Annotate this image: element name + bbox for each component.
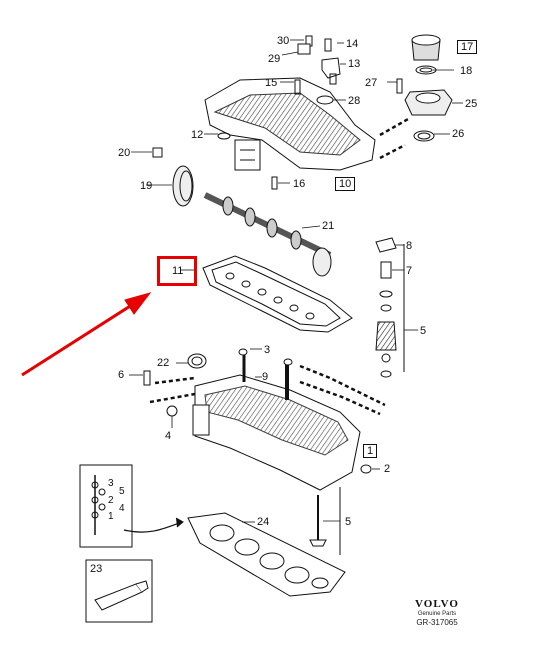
part-label-26[interactable]: 26 bbox=[452, 128, 465, 140]
part-label-24[interactable]: 24 bbox=[257, 516, 270, 528]
diagram-reference: GR-317065 bbox=[416, 618, 458, 627]
part-label-5-lower[interactable]: 5 bbox=[345, 516, 352, 528]
part-label-3[interactable]: 3 bbox=[264, 344, 271, 356]
brand-subtitle: Genuine Parts bbox=[417, 611, 457, 617]
sequence-label-5: 5 bbox=[119, 486, 125, 497]
valve-train-parts[interactable] bbox=[375, 237, 405, 378]
part-label-1[interactable]: 1 bbox=[363, 444, 378, 458]
brand-block: VOLVO Genuine Parts GR-317065 bbox=[407, 598, 467, 627]
valve-cover-part[interactable] bbox=[204, 77, 376, 171]
bolt-parts[interactable] bbox=[152, 35, 403, 190]
part-label-20[interactable]: 20 bbox=[118, 147, 131, 159]
part-label-21[interactable]: 21 bbox=[322, 220, 335, 232]
part-label-12[interactable]: 12 bbox=[191, 129, 204, 141]
part-label-16[interactable]: 16 bbox=[293, 178, 306, 190]
part-label-14[interactable]: 14 bbox=[346, 38, 359, 50]
part-label-25[interactable]: 25 bbox=[465, 98, 478, 110]
part-label-4[interactable]: 4 bbox=[165, 430, 172, 442]
tightening-sequence-box bbox=[79, 464, 184, 548]
oil-filler-cap-part[interactable] bbox=[404, 34, 453, 142]
leader-lines bbox=[129, 39, 463, 523]
highlight-box bbox=[157, 256, 197, 286]
part-label-11[interactable]: 11 bbox=[172, 265, 184, 277]
part-label-19[interactable]: 19 bbox=[140, 180, 153, 192]
part-label-28[interactable]: 28 bbox=[348, 95, 361, 107]
valve-cover-gasket-part[interactable] bbox=[202, 255, 353, 333]
part-label-17[interactable]: 17 bbox=[457, 40, 478, 54]
part-label-9[interactable]: 9 bbox=[262, 371, 269, 383]
part-label-10[interactable]: 10 bbox=[335, 177, 356, 191]
part-label-27[interactable]: 27 bbox=[365, 77, 378, 89]
camshaft-sensor-part[interactable] bbox=[217, 57, 341, 140]
sprocket-part[interactable] bbox=[172, 165, 194, 207]
part-label-6[interactable]: 6 bbox=[118, 369, 125, 381]
part-label-5-upper[interactable]: 5 bbox=[420, 325, 427, 337]
part-label-8[interactable]: 8 bbox=[406, 240, 413, 252]
camshaft-part[interactable] bbox=[203, 192, 332, 277]
sequence-label-2: 2 bbox=[108, 495, 114, 506]
part-label-18[interactable]: 18 bbox=[460, 65, 473, 77]
brand-logo: VOLVO bbox=[415, 598, 459, 610]
part-label-29[interactable]: 29 bbox=[268, 53, 281, 65]
part-label-7[interactable]: 7 bbox=[406, 265, 413, 277]
head-gasket-part[interactable] bbox=[187, 512, 346, 597]
part-label-22[interactable]: 22 bbox=[157, 357, 170, 369]
part-label-30[interactable]: 30 bbox=[277, 35, 290, 47]
part-label-23[interactable]: 23 bbox=[90, 563, 103, 575]
sequence-label-4: 4 bbox=[119, 503, 125, 514]
part-label-15[interactable]: 15 bbox=[265, 77, 278, 89]
highlight-arrow bbox=[21, 292, 152, 377]
sequence-label-1: 1 bbox=[108, 511, 114, 522]
part-label-2[interactable]: 2 bbox=[384, 463, 391, 475]
sequence-label-3: 3 bbox=[108, 478, 114, 489]
part-label-13[interactable]: 13 bbox=[348, 58, 361, 70]
sealant-tube-box[interactable] bbox=[85, 559, 153, 623]
cylinder-head-part[interactable] bbox=[192, 348, 372, 491]
